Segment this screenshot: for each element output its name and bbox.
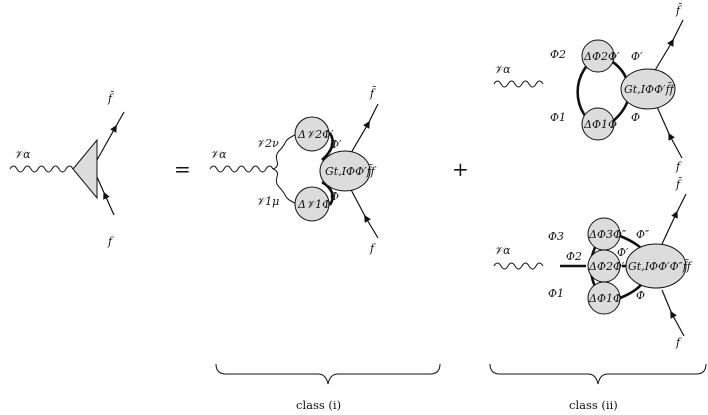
- class-i-phi-prime-line: [321, 132, 334, 161]
- class-ii-b-fermion-out-rest: [675, 193, 687, 215]
- class-i-prop-bottom-label: Δ𝒱1Φ: [297, 198, 331, 211]
- class-ii-a-boson-line: [493, 80, 544, 88]
- class-i-caption: class (i): [296, 398, 341, 412]
- class-i-vertex-blob: [319, 150, 371, 192]
- lhs-fermion-bottom-label: f: [107, 235, 114, 248]
- class-ii-a-prop-top-blob: [581, 39, 615, 73]
- class-ii-b-vertex-blob: [625, 243, 687, 289]
- class-ii-b-phi-dprime-label: Φ″: [636, 228, 650, 241]
- class-ii-b-phi2-label: Φ2: [566, 250, 582, 263]
- class-ii-a-fermion-out: [653, 38, 674, 73]
- class-i-boson-label: 𝒱α: [210, 148, 227, 161]
- class-i-prop-bottom-blob: [294, 186, 330, 222]
- class-i-phi-line: [321, 180, 334, 206]
- lhs-fermion-top-label: f̄: [107, 92, 115, 105]
- class-ii-b-prop-bottom-blob: [587, 281, 621, 315]
- plus-sign: +: [452, 157, 469, 181]
- class-i-fermion-top-label: f̄: [369, 87, 377, 100]
- class-ii-b-fermion-bottom-label: f: [675, 336, 682, 349]
- class-i-prop-top-blob: [294, 116, 330, 152]
- class-ii-a-phi-label: Φ: [631, 111, 640, 124]
- lhs-fermion-in-rest: [96, 176, 106, 196]
- class-ii-brace: [489, 363, 707, 385]
- class-ii-a-vertex-label: Gt,IΦΦ′f̄f: [624, 83, 676, 96]
- class-ii-a-boson-label: 𝒱α: [494, 63, 511, 76]
- class-i-phi-label: Φ: [330, 190, 339, 203]
- class-i-diagram: 𝒱α 𝒱2ν 𝒱1μ Δ𝒱2Φ′ Δ𝒱1Φ Φ′ Φ Gt,IΦΦ′f̄f f̄…: [209, 87, 379, 255]
- class-i-brace: [215, 363, 441, 385]
- class-i-fermion-in: [364, 214, 379, 239]
- lhs-fermion-out: [96, 124, 117, 161]
- lhs-boson-line: [9, 165, 74, 173]
- lhs-vertex-triangle: [72, 138, 98, 200]
- class-ii-a-prop-bottom-blob: [581, 107, 615, 141]
- class-i-v2-label: 𝒱2ν: [256, 137, 279, 150]
- class-ii-b-diagram: 𝒱α Φ3 Φ2 Φ1 ΔΦ3Φ″ ΔΦ2Φ′ ΔΦ1Φ Φ″ Φ′ Φ Gt,…: [493, 178, 693, 349]
- class-ii-a-prop-top-label: ΔΦ2Φ′: [583, 50, 620, 63]
- class-ii-b-phi3-label: Φ3: [548, 230, 564, 243]
- lhs-boson-label: 𝒱α: [14, 148, 31, 161]
- class-ii-b-vertex-label: Gt,IΦΦ′Φ″f̄f: [628, 260, 693, 273]
- class-ii-a-phi2-label: Φ2: [550, 48, 566, 61]
- class-ii-a-vertex-blob: [620, 68, 676, 110]
- class-ii-b-boson-line: [493, 262, 544, 270]
- class-i-fermion-bottom-label: f: [369, 242, 376, 255]
- equals-sign: =: [174, 157, 191, 181]
- lhs-diagram: 𝒱α f̄ f: [9, 92, 125, 248]
- class-ii-b-phi1-label: Φ1: [548, 287, 564, 300]
- class-ii-b-prop-mid-label: ΔΦ2Φ′: [588, 260, 625, 273]
- class-ii-a-fermion-out-rest: [671, 19, 684, 43]
- class-ii-b-prop-bottom-label: ΔΦ1Φ: [588, 292, 622, 305]
- class-i-boson-line: [209, 165, 274, 173]
- class-ii-caption: class (ii): [569, 398, 618, 412]
- class-ii-b-fermion-out: [661, 210, 678, 245]
- class-ii-b-fermion-top-label: f̄: [675, 178, 683, 191]
- lhs-fermion-in: [103, 191, 115, 216]
- class-i-prop-top-label: Δ𝒱2Φ′: [297, 128, 334, 141]
- class-ii-a-diagram: 𝒱α Φ2 Φ1 ΔΦ2Φ′ ΔΦ1Φ Φ′ Φ Gt,IΦΦ′f̄f f̄ f: [493, 4, 684, 173]
- lhs-fermion-out-rest: [114, 111, 125, 129]
- class-ii-a-phi-prime-label: Φ′: [631, 50, 643, 63]
- class-i-phi-prime-label: Φ′: [330, 138, 342, 151]
- class-ii-b-phi-label: Φ: [636, 289, 645, 302]
- class-ii-b-fermion-in: [670, 310, 685, 337]
- class-ii-a-fermion-top-label: f̄: [675, 4, 683, 17]
- class-ii-b-phi-prime-label: Φ′: [617, 246, 629, 259]
- class-i-fermion-out-rest: [367, 103, 379, 125]
- class-ii-a-phi1-label: Φ1: [550, 111, 566, 124]
- class-ii-a-prop-bottom-label: ΔΦ1Φ: [583, 118, 617, 131]
- class-i-vertex-label: Gt,IΦΦ′f̄f: [325, 165, 377, 178]
- class-ii-a-fermion-bottom-label: f: [675, 160, 682, 173]
- class-ii-a-fermion-in: [668, 132, 683, 159]
- class-ii-b-boson-label: 𝒱α: [494, 244, 511, 257]
- class-ii-b-prop-top-label: ΔΦ3Φ″: [588, 228, 627, 241]
- class-i-v1-label: 𝒱1μ: [256, 195, 279, 208]
- class-ii-b-fermion-in-rest: [661, 289, 673, 315]
